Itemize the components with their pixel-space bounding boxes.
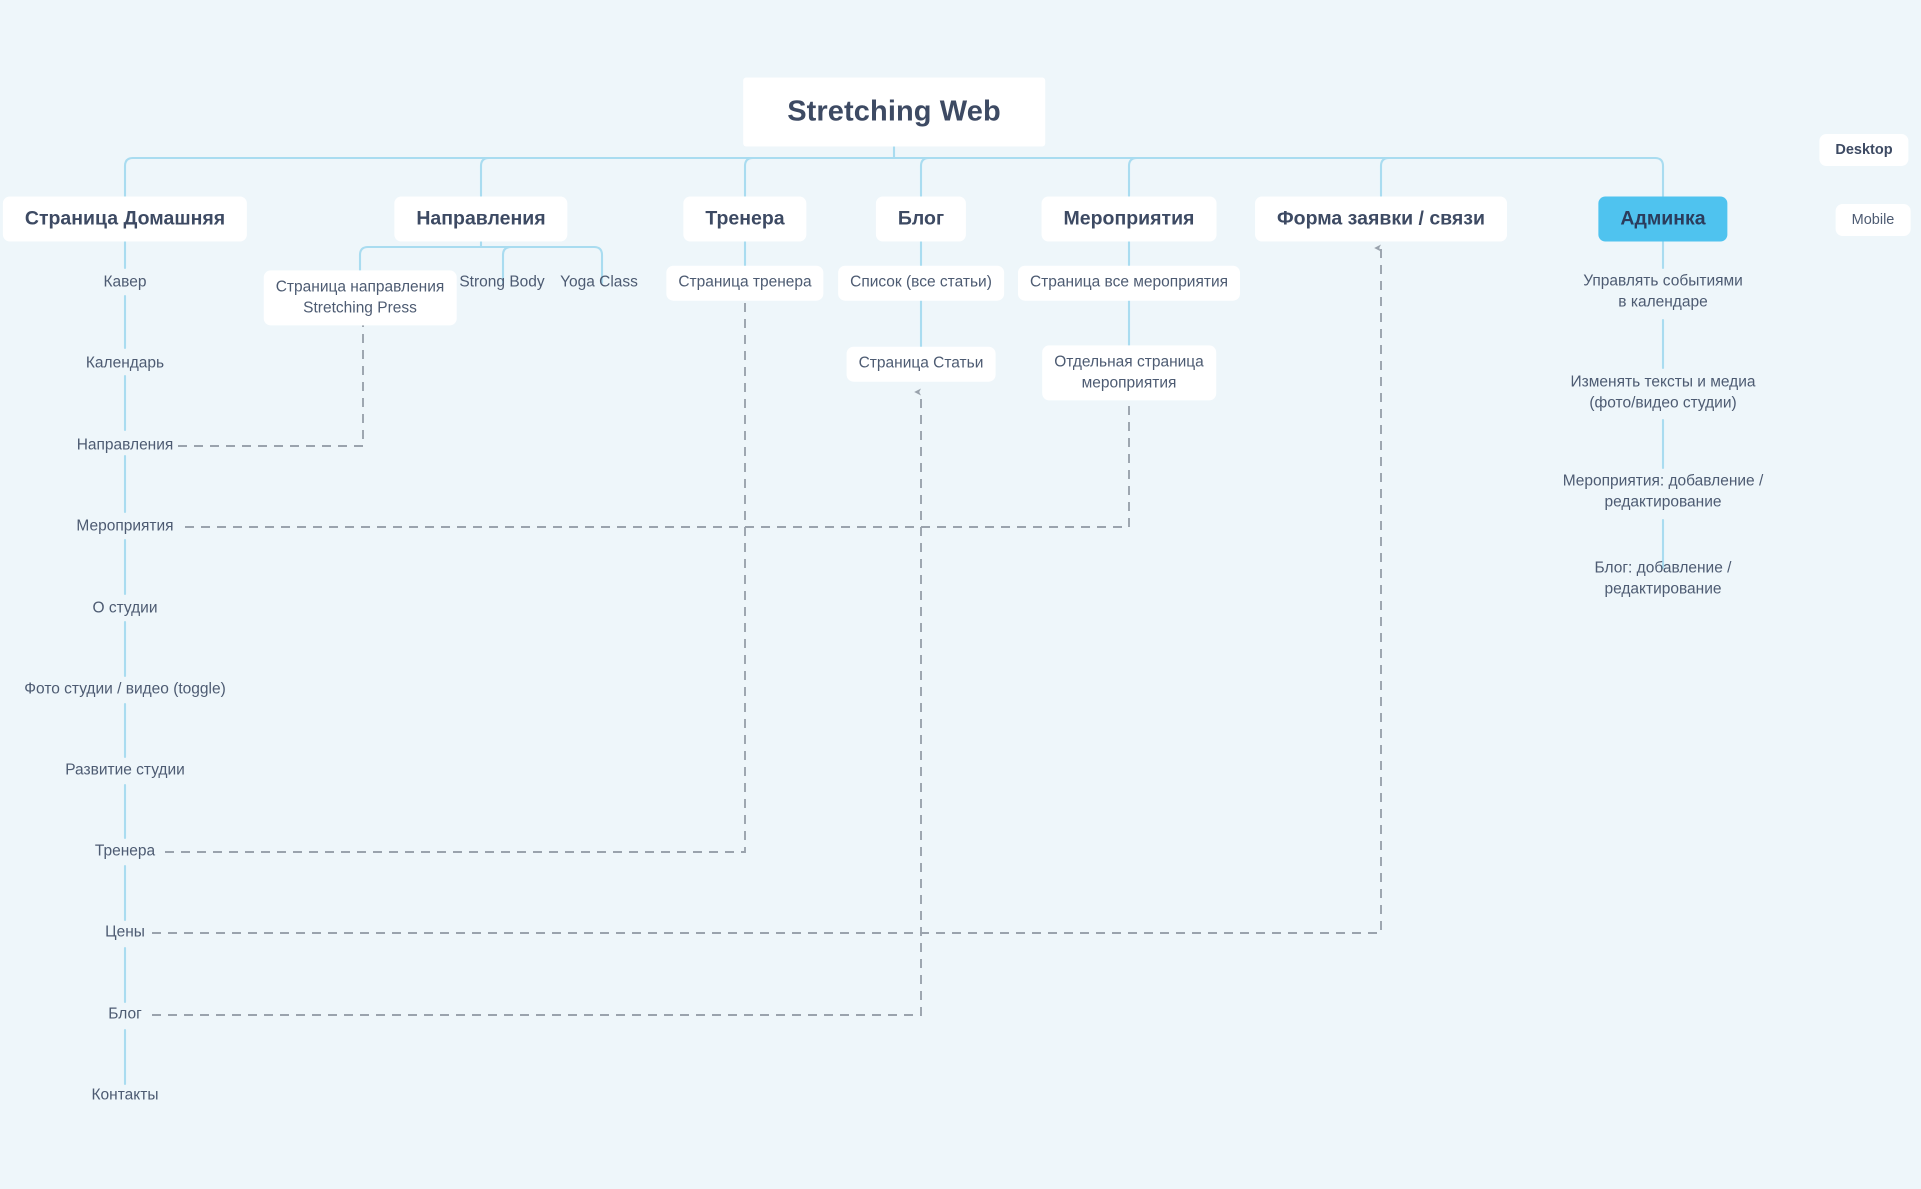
admin-capability-calendar[interactable]: Управлять событиями в календаре — [1583, 272, 1743, 310]
node-blog-list[interactable]: Список (все статьи) — [838, 265, 1004, 301]
home-section-kontakty[interactable]: Контакты — [91, 1086, 159, 1104]
node-strong-body[interactable]: Strong Body — [459, 273, 545, 291]
home-section-kalendar[interactable]: Календарь — [85, 354, 165, 372]
node-admin[interactable]: Админка — [1598, 196, 1728, 242]
node-napravlenie-page[interactable]: Страница направления Stretching Press — [263, 270, 457, 326]
admin-capability-blog[interactable]: Блог: добавление / редактирование — [1594, 559, 1732, 597]
node-trener-page[interactable]: Страница тренера — [666, 265, 824, 301]
badge-mobile[interactable]: Mobile — [1835, 204, 1911, 236]
home-section-o-studii[interactable]: О студии — [92, 599, 158, 617]
node-trenera[interactable]: Тренера — [683, 196, 807, 242]
home-section-napravleniya[interactable]: Направления — [76, 436, 174, 454]
home-section-meropriyatiya[interactable]: Мероприятия — [76, 517, 174, 535]
node-form[interactable]: Форма заявки / связи — [1255, 196, 1507, 242]
diagram-title: Stretching Web — [743, 77, 1045, 147]
node-home[interactable]: Страница Домашняя — [2, 196, 248, 242]
home-section-razvitie[interactable]: Развитие студии — [65, 761, 185, 779]
home-section-kaver[interactable]: Кавер — [103, 273, 147, 291]
admin-capability-media[interactable]: Изменять тексты и медиа (фото/видео студ… — [1570, 373, 1756, 411]
node-meropriyatiya[interactable]: Мероприятия — [1041, 196, 1217, 242]
node-yoga-class[interactable]: Yoga Class — [560, 273, 638, 291]
home-section-foto-video[interactable]: Фото студии / видео (toggle) — [24, 680, 226, 698]
node-event-page[interactable]: Отдельная страница мероприятия — [1042, 345, 1216, 401]
home-section-trenera[interactable]: Тренера — [94, 842, 156, 860]
admin-capability-events[interactable]: Мероприятия: добавление / редактирование — [1562, 472, 1764, 510]
node-article-page[interactable]: Страница Статьи — [846, 346, 996, 382]
home-section-blog[interactable]: Блог — [108, 1005, 142, 1023]
node-napravleniya[interactable]: Направления — [394, 196, 568, 242]
node-blog[interactable]: Блог — [875, 196, 967, 242]
home-section-ceny[interactable]: Цены — [105, 923, 145, 941]
node-events-all[interactable]: Страница все мероприятия — [1017, 265, 1241, 301]
badge-desktop[interactable]: Desktop — [1819, 134, 1909, 166]
